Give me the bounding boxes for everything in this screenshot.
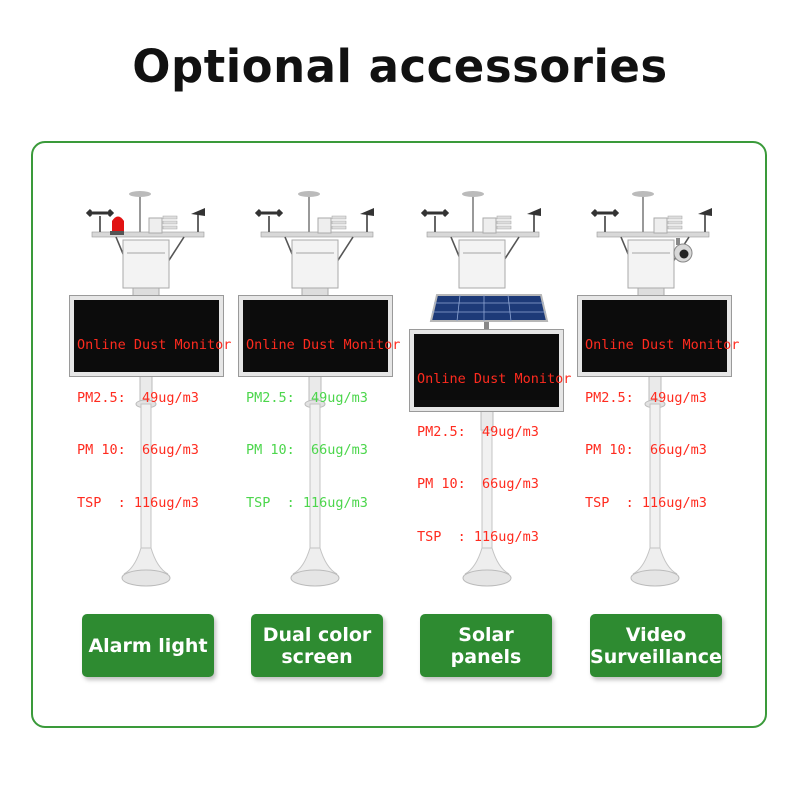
dual-color-screen-icon: Online Dust Monitor PM2.5: 49ug/m3 PM 10… (238, 295, 401, 511)
monitor-station-illustration (85, 191, 205, 587)
dual-color-screen-label: Dual color screen (262, 623, 372, 668)
led-line-title: Online Dust Monitor (585, 337, 740, 353)
dual-color-screen-button[interactable]: Dual color screen (251, 614, 383, 677)
camera-icon (673, 238, 693, 263)
monitor-video-surveillance: Online Dust Monitor PM2.5: 49ug/m3 PM 10… (570, 0, 740, 600)
led-line-pm10: PM 10: 66ug/m3 (77, 442, 199, 458)
led-line-pm25: PM2.5: 49ug/m3 (585, 389, 707, 406)
led-line-tsp: TSP : 116ug/m3 (246, 494, 368, 511)
monitor-solar-panels: Online Dust Monitor PM2.5: 49ug/m3 PM 10… (401, 0, 572, 600)
led-line-pm25: PM2.5: 49ug/m3 (246, 389, 368, 406)
monitor-alarm-light: Online Dust Monitor PM2.5: 49ug/m3 PM 10… (61, 0, 232, 600)
solar-panels-button[interactable]: Solar panels (420, 614, 552, 677)
led-line-tsp: TSP : 116ug/m3 (585, 494, 707, 511)
led-line-tsp: TSP : 116ug/m3 (77, 494, 199, 511)
page-title: Optional accessories (132, 40, 668, 93)
led-line-title: Online Dust Monitor (77, 337, 232, 353)
video-surveillance-label: Video Surveillance (590, 623, 722, 668)
alarm-light-label: Alarm light (88, 634, 208, 657)
video-surveillance-button[interactable]: Video Surveillance (590, 614, 722, 677)
led-line-pm10: PM 10: 66ug/m3 (417, 476, 539, 492)
solar-panel-icon (429, 294, 549, 332)
led-line-title: Online Dust Monitor (246, 337, 401, 353)
monitor-dual-color-screen: Online Dust Monitor PM2.5: 49ug/m3 PM 10… (230, 0, 401, 600)
led-line-pm25: PM2.5: 49ug/m3 (417, 423, 539, 440)
led-line-pm25: PM2.5: 49ug/m3 (77, 389, 199, 406)
led-display: Online Dust Monitor PM2.5: 49ug/m3 PM 10… (69, 295, 232, 511)
led-display: Online Dust Monitor PM2.5: 49ug/m3 PM 10… (577, 295, 740, 511)
led-line-title: Online Dust Monitor (417, 371, 572, 387)
monitor-station-illustration (420, 191, 549, 587)
alarm-light-button[interactable]: Alarm light (82, 614, 214, 677)
led-line-pm10: PM 10: 66ug/m3 (246, 442, 368, 458)
led-display: Online Dust Monitor PM2.5: 49ug/m3 PM 10… (409, 329, 572, 545)
led-line-pm10: PM 10: 66ug/m3 (585, 442, 707, 458)
alarm-light-icon (110, 216, 124, 235)
solar-panels-label: Solar panels (450, 623, 522, 668)
monitor-station-illustration (254, 191, 374, 587)
led-line-tsp: TSP : 116ug/m3 (417, 528, 539, 545)
